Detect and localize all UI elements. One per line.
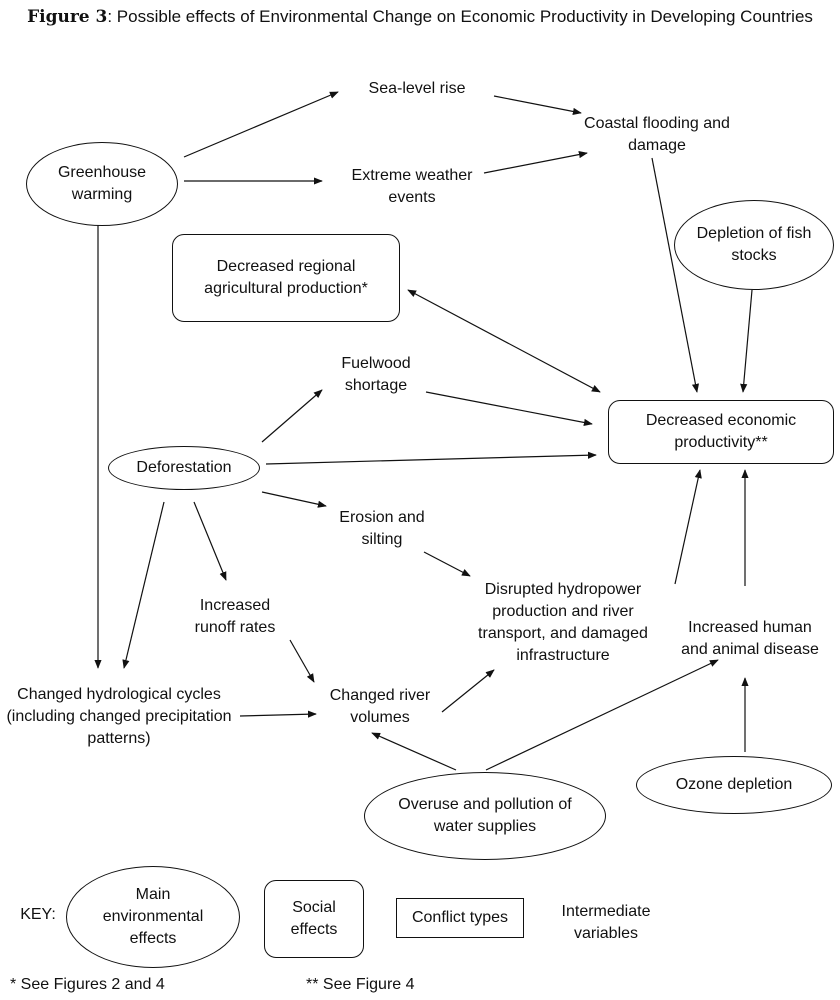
figure-title: Figure 3: Possible effects of Environmen… bbox=[0, 6, 840, 28]
node-river-volumes: Changed river volumes bbox=[312, 684, 448, 730]
node-economic-productivity: Decreased economic productivity** bbox=[608, 400, 834, 464]
node-water-supplies: Overuse and pollution of water supplies bbox=[364, 772, 606, 860]
coastal-label: Coastal flooding and damage bbox=[584, 115, 730, 154]
node-fuelwood-shortage: Fuelwood shortage bbox=[316, 352, 436, 398]
arrow-hydrocycles-river bbox=[239, 710, 317, 718]
water-label: Overuse and pollution of water supplies bbox=[398, 796, 572, 835]
arrow-fish-productivity bbox=[740, 289, 753, 393]
hydro-cycles-label: Changed hydrological cycles (including c… bbox=[6, 686, 232, 747]
arrow-sealevel-coastal bbox=[493, 95, 582, 115]
node-coastal-flooding: Coastal flooding and damage bbox=[578, 112, 736, 158]
arrow-water-river bbox=[371, 732, 457, 771]
node-runoff-rates: Increased runoff rates bbox=[180, 594, 290, 640]
arrow-deforestation-fuelwood bbox=[261, 389, 323, 443]
ozone-label: Ozone depletion bbox=[675, 776, 793, 793]
key-main-environmental: Main environmental effects bbox=[66, 866, 240, 968]
node-ozone-depletion: Ozone depletion bbox=[636, 756, 832, 814]
arrow-greenhouse-sealevel bbox=[183, 91, 339, 158]
arrow-erosion-hydropower bbox=[423, 551, 471, 577]
key-social-effects: Social effects bbox=[264, 880, 364, 958]
node-human-animal-disease: Increased human and animal disease bbox=[670, 604, 830, 674]
node-fish-stocks: Depletion of fish stocks bbox=[674, 200, 834, 290]
arrow-deforestation-runoff bbox=[193, 501, 227, 581]
arrow-river-hydropower bbox=[441, 669, 495, 713]
fish-label: Depletion of fish stocks bbox=[696, 225, 812, 264]
arrow-agri-productivity bbox=[407, 289, 601, 393]
runoff-label: Increased runoff rates bbox=[194, 597, 276, 636]
greenhouse-label: Greenhouse warming bbox=[57, 164, 147, 203]
node-erosion-silting: Erosion and silting bbox=[320, 506, 444, 552]
key-intermediate-label: Intermediate variables bbox=[561, 903, 651, 942]
footnote-figure-4: ** See Figure 4 bbox=[306, 976, 415, 994]
node-hydrological-cycles: Changed hydrological cycles (including c… bbox=[6, 682, 232, 752]
key-social-label: Social effects bbox=[290, 899, 338, 938]
sea-level-label: Sea-level rise bbox=[368, 80, 466, 97]
node-extreme-weather: Extreme weather events bbox=[332, 164, 492, 210]
figure-title-text: : Possible effects of Environmental Chan… bbox=[107, 7, 813, 26]
figure-label: Figure 3 bbox=[27, 7, 108, 27]
deforestation-label: Deforestation bbox=[136, 459, 232, 476]
key-intermediate-variables: Intermediate variables bbox=[538, 900, 674, 946]
arrow-deforestation-productivity bbox=[265, 451, 597, 465]
footnote-two-text: ** See Figure 4 bbox=[306, 976, 415, 993]
footnote-one-text: * See Figures 2 and 4 bbox=[10, 976, 165, 993]
node-agricultural-production: Decreased regional agricultural producti… bbox=[172, 234, 400, 322]
arrow-deforestation-hydrocycles bbox=[122, 501, 165, 669]
arrow-runoff-river bbox=[289, 639, 315, 683]
key-label: KEY: bbox=[6, 902, 70, 928]
productivity-label: Decreased economic productivity** bbox=[645, 412, 797, 451]
agri-label: Decreased regional agricultural producti… bbox=[204, 258, 368, 297]
disease-label: Increased human and animal disease bbox=[681, 619, 819, 658]
arrow-water-disease bbox=[485, 659, 719, 771]
arrow-weather-coastal bbox=[483, 151, 588, 174]
erosion-label: Erosion and silting bbox=[339, 509, 425, 548]
key-main-env-label: Main environmental effects bbox=[102, 886, 204, 947]
arrow-deforestation-erosion bbox=[261, 491, 327, 508]
node-deforestation: Deforestation bbox=[108, 446, 260, 490]
fuelwood-label: Fuelwood shortage bbox=[341, 355, 411, 394]
node-greenhouse-warming: Greenhouse warming bbox=[26, 142, 178, 226]
hydropower-label: Disrupted hydropower production and rive… bbox=[478, 581, 648, 664]
key-label-text: KEY: bbox=[20, 906, 56, 923]
arrow-coastal-productivity bbox=[651, 157, 700, 393]
node-hydropower: Disrupted hydropower production and rive… bbox=[458, 576, 668, 670]
key-conflict-types: Conflict types bbox=[396, 898, 524, 938]
river-volumes-label: Changed river volumes bbox=[329, 687, 431, 726]
key-conflict-label: Conflict types bbox=[411, 909, 509, 926]
extreme-weather-label: Extreme weather events bbox=[351, 167, 473, 206]
footnote-figures-2-4: * See Figures 2 and 4 bbox=[10, 976, 165, 994]
node-sea-level-rise: Sea-level rise bbox=[340, 76, 494, 102]
arrow-hydropower-productivity bbox=[674, 469, 702, 585]
arrow-fuelwood-productivity bbox=[425, 391, 593, 427]
